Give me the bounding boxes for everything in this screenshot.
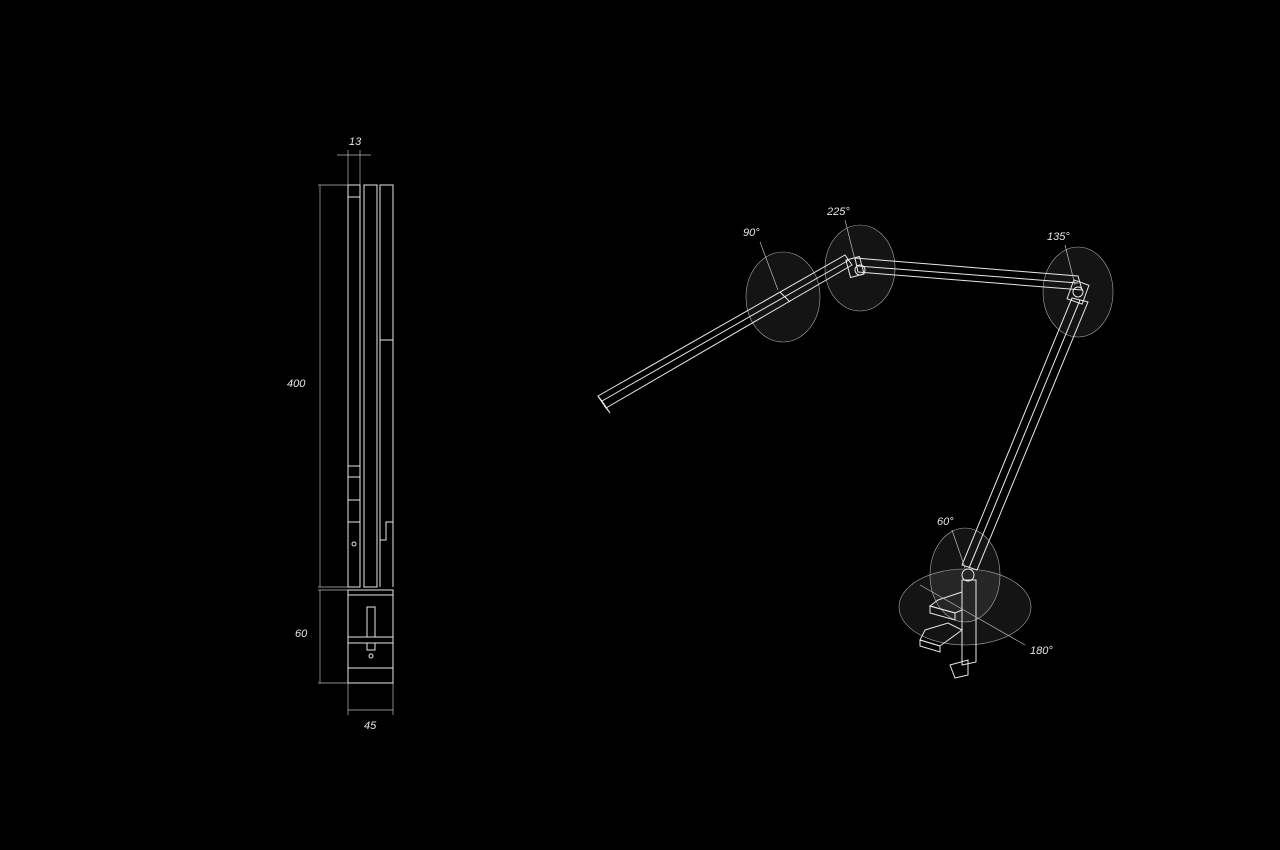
rotation-range-180 (898, 568, 1032, 646)
dimension-width-top: 13 (349, 136, 362, 148)
angle-label-elbow: 225° (827, 206, 850, 218)
angle-label-rotation: 180° (1030, 645, 1053, 657)
dimension-width-base: 45 (364, 720, 377, 732)
dimension-height-base: 60 (295, 628, 308, 640)
rotation-range-225 (824, 224, 896, 312)
angle-label-head: 90° (743, 227, 760, 239)
rotation-range-135 (1042, 246, 1114, 338)
side-view-drawing (318, 150, 394, 715)
angle-label-base: 60° (937, 516, 954, 528)
perspective-view-drawing (597, 219, 1114, 679)
angle-label-shoulder: 135° (1047, 231, 1070, 243)
rotation-range-90 (745, 251, 821, 343)
dimension-height-arm: 400 (287, 378, 306, 390)
